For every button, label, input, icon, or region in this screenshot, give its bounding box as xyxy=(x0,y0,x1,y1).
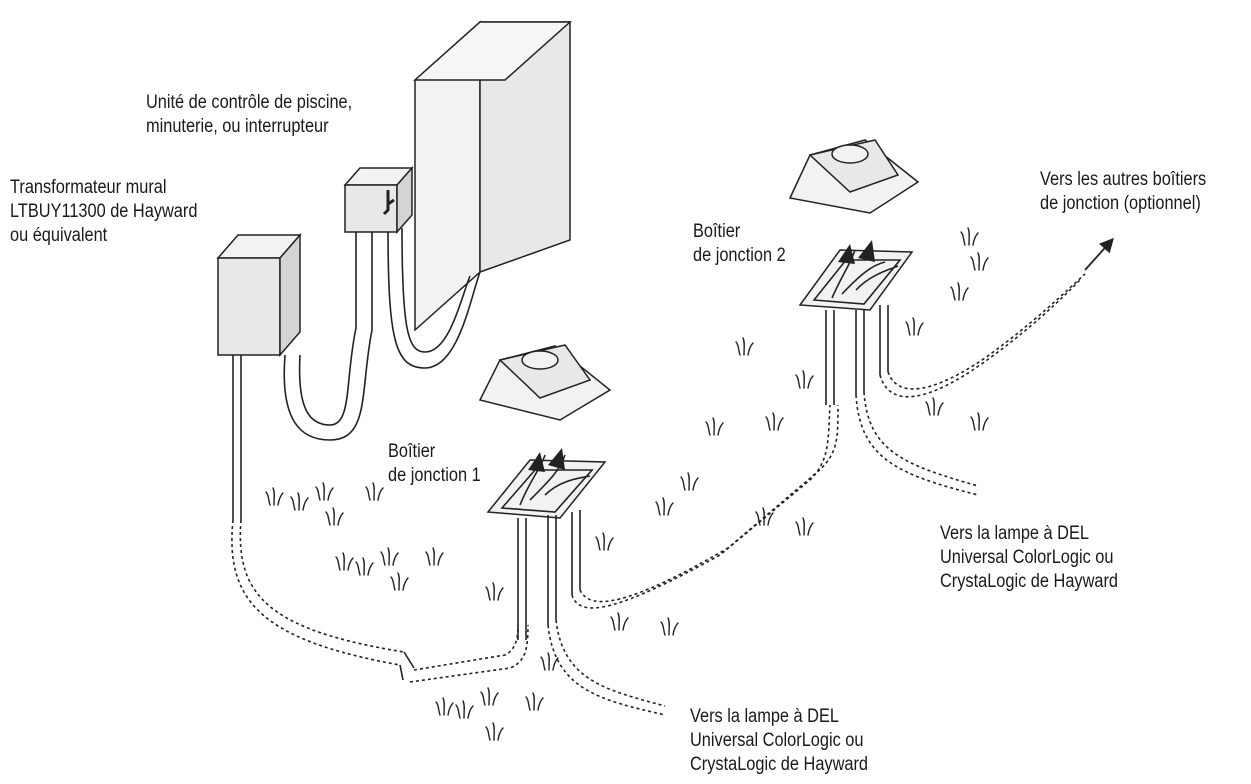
transformer-wires xyxy=(231,355,529,683)
wall xyxy=(413,20,572,332)
grass-tuft xyxy=(595,532,614,551)
grass-tuft xyxy=(660,617,679,636)
lamp-bottom-label-line-2: Universal ColorLogic ou xyxy=(690,730,864,751)
lamp-right-label-line-3: CrystaLogic de Hayward xyxy=(940,571,1119,592)
grass-tuft xyxy=(905,317,924,336)
control-unit-label: Unité de contrôle de piscine, minuterie,… xyxy=(146,91,352,139)
grass-tuft xyxy=(485,722,504,741)
grass-tuft xyxy=(455,700,474,719)
grass-tuft xyxy=(795,370,814,389)
junction-box-2-label: Boîtier de jonction 2 xyxy=(693,220,786,268)
grass-tuft xyxy=(380,547,399,566)
grass-tuft xyxy=(480,687,499,706)
lamp-right-label-line-2: Universal ColorLogic ou xyxy=(940,547,1114,568)
other-boxes-label-line-2: de jonction (optionnel) xyxy=(1040,193,1201,214)
other-boxes-label: Vers les autres boîtiers de jonction (op… xyxy=(1040,168,1206,216)
grass-tuft xyxy=(795,517,814,536)
junction-box-1-label-line-1: Boîtier xyxy=(388,441,436,462)
lamp-right-label-line-1: Vers la lampe à DEL xyxy=(940,523,1089,544)
lamp-bottom-label-line-3: CrystaLogic de Hayward xyxy=(690,754,869,775)
control-unit-label-line-2: minuterie, ou interrupteur xyxy=(146,116,329,137)
junction-box-2-label-line-1: Boîtier xyxy=(693,221,741,242)
junction-box-2-lid xyxy=(788,139,920,214)
grass-tuft xyxy=(610,612,629,631)
transformer-box xyxy=(216,232,302,358)
grass-tuft xyxy=(970,252,989,271)
grass-tuft xyxy=(950,282,969,301)
grass-tuft xyxy=(485,582,504,601)
junction-box-1-lid xyxy=(478,344,612,421)
junction-box-1-label-line-2: de jonction 1 xyxy=(388,465,481,486)
transformer-label-line-2: LTBUY11300 de Hayward xyxy=(10,201,198,222)
grass-tufts xyxy=(265,227,989,741)
lamp-bottom-label: Vers la lampe à DEL Universal ColorLogic… xyxy=(690,705,868,777)
grass-tuft xyxy=(265,487,284,506)
transformer-label-line-3: ou équivalent xyxy=(10,225,108,246)
junction-box-1 xyxy=(486,404,839,716)
grass-tuft xyxy=(925,397,944,416)
grass-tuft xyxy=(425,547,444,566)
grass-tuft xyxy=(735,337,754,356)
grass-tuft xyxy=(755,507,774,526)
grass-tuft xyxy=(540,652,559,671)
lamp-bottom-label-line-1: Vers la lampe à DEL xyxy=(690,706,839,727)
conduits xyxy=(283,227,481,441)
grass-tuft xyxy=(390,572,409,591)
control-unit-box xyxy=(343,166,414,234)
grass-tuft xyxy=(435,697,454,716)
junction-box-2 xyxy=(798,237,1114,496)
grass-tuft xyxy=(765,412,784,431)
junction-box-2-label-line-2: de jonction 2 xyxy=(693,245,786,266)
grass-tuft xyxy=(290,492,309,511)
grass-tuft xyxy=(655,497,674,516)
grass-tuft xyxy=(365,482,384,501)
junction-box-1-label: Boîtier de jonction 1 xyxy=(388,440,481,488)
lamp-right-label: Vers la lampe à DEL Universal ColorLogic… xyxy=(940,522,1118,594)
transformer-label-line-1: Transformateur mural xyxy=(10,177,167,198)
grass-tuft xyxy=(355,557,374,576)
grass-tuft xyxy=(315,482,334,501)
grass-tuft xyxy=(525,692,544,711)
grass-tuft xyxy=(325,507,344,526)
other-boxes-label-line-1: Vers les autres boîtiers xyxy=(1040,169,1207,190)
grass-tuft xyxy=(705,417,724,436)
grass-tuft xyxy=(960,227,979,246)
transformer-label: Transformateur mural LTBUY11300 de Haywa… xyxy=(10,176,197,248)
control-unit-label-line-1: Unité de contrôle de piscine, xyxy=(146,92,353,113)
grass-tuft xyxy=(970,412,989,431)
grass-tuft xyxy=(335,552,354,571)
grass-tuft xyxy=(680,472,699,491)
